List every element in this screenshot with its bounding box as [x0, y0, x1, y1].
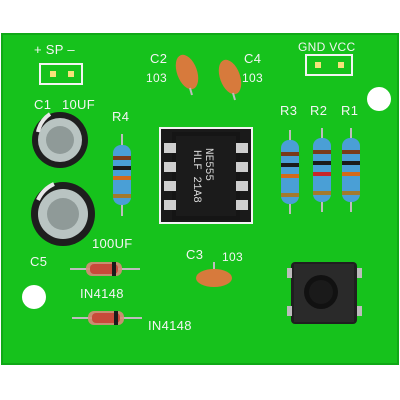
ic-ne555: [159, 127, 253, 224]
label-diode-2: IN4148: [148, 318, 192, 333]
diode-d2: [72, 311, 142, 325]
push-button[interactable]: [287, 262, 362, 324]
ic-pins-left: [164, 143, 176, 210]
label-c2: C2: [150, 51, 168, 66]
speaker-header: [39, 63, 83, 85]
label-c3: C3: [186, 247, 204, 262]
ceramic-capacitor-c2: [175, 54, 199, 96]
mounting-hole-top-right: [367, 87, 391, 111]
label-c3-value: 103: [222, 250, 243, 264]
label-c5-value: 100UF: [92, 236, 133, 251]
power-header: [305, 54, 353, 76]
electrolytic-capacitor-c1: [32, 112, 88, 168]
label-c4: C4: [244, 51, 262, 66]
diode-d1: [70, 262, 140, 276]
label-c5: C5: [30, 254, 48, 269]
ic-marking-line2: HLF 21A8: [190, 150, 202, 203]
label-diode-1: IN4148: [80, 286, 124, 301]
resistor-r2: [313, 128, 331, 212]
mounting-hole-bottom-left: [22, 285, 46, 309]
resistor-r4: [113, 134, 131, 216]
label-c1-value: 10UF: [62, 97, 95, 112]
label-c1: C1: [34, 97, 52, 112]
label-r4: R4: [112, 109, 130, 124]
resistor-r3: [281, 130, 299, 214]
label-c2-value: 103: [146, 71, 167, 85]
ic-marking-line1: NE555: [202, 148, 214, 182]
label-speaker: + SP –: [34, 42, 75, 57]
label-r2: R2: [310, 103, 328, 118]
label-gnd-vcc: GND VCC: [298, 40, 356, 54]
ceramic-capacitor-c3: [196, 262, 232, 287]
label-r1: R1: [341, 103, 359, 118]
label-r3: R3: [280, 103, 298, 118]
resistor-r1: [342, 128, 360, 212]
ceramic-capacitor-c4: [218, 59, 242, 101]
label-c4-value: 103: [242, 71, 263, 85]
ic-pins-right: [236, 143, 248, 210]
electrolytic-capacitor-c5: [31, 182, 95, 246]
